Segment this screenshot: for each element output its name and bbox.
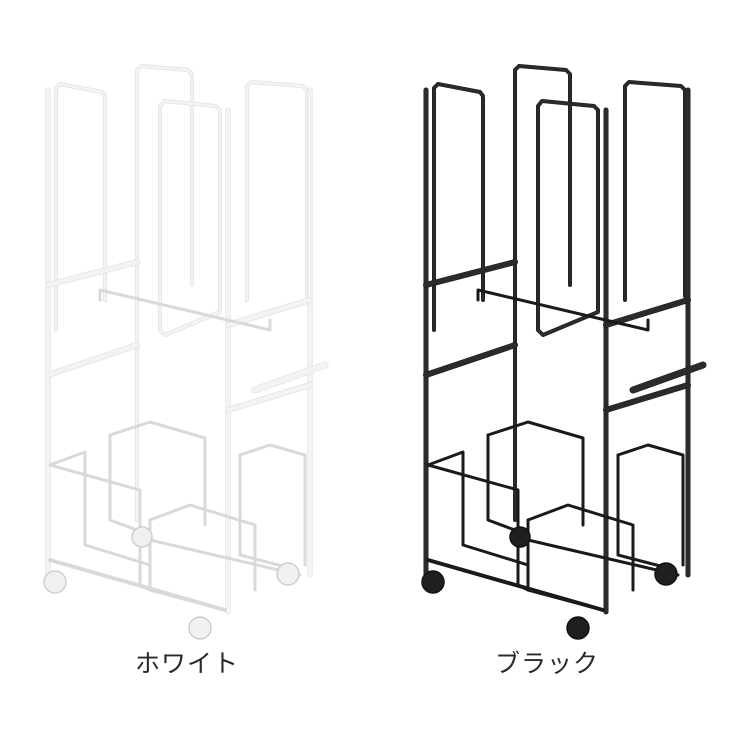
variant-black: ブラック <box>370 0 740 740</box>
variant-label-white: ホワイト <box>135 649 240 678</box>
white-rack-image <box>43 64 329 640</box>
black-rack-image <box>421 64 707 640</box>
variant-label-black: ブラック <box>495 649 600 678</box>
variant-white: ホワイト <box>43 64 329 678</box>
